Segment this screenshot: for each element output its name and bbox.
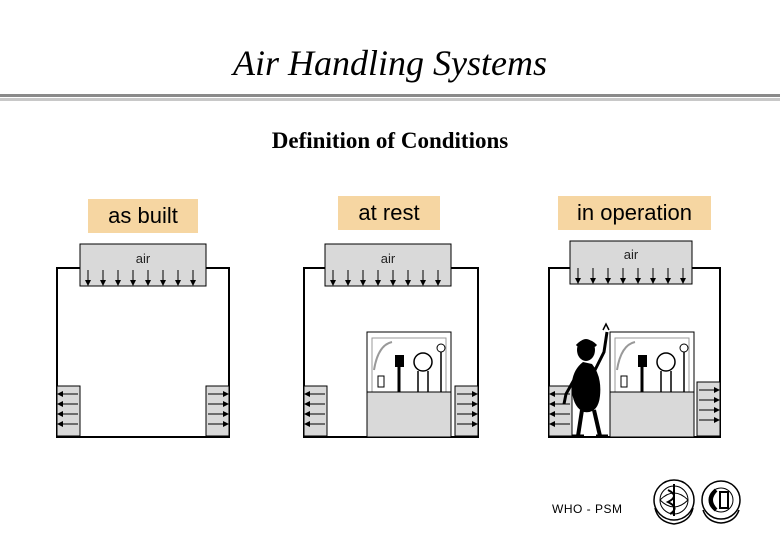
slide-subtitle: Definition of Conditions: [271, 128, 509, 153]
air-label: air: [136, 251, 151, 266]
supply-airflow-arrows: [330, 270, 441, 286]
panel-label-as-built: as built: [88, 199, 198, 233]
supply-diffuser: [569, 240, 693, 285]
title-divider: [0, 94, 780, 97]
return-airflow-arrows: [304, 391, 478, 427]
footer-text: WHO - PSM: [552, 502, 623, 516]
air-label: air: [624, 247, 639, 262]
panel-label-at-rest: at rest: [338, 196, 440, 230]
supply-diffuser: [79, 243, 207, 287]
title-divider-light: [0, 98, 780, 101]
process-equipment: [366, 331, 452, 438]
panel-at-rest: air: [303, 243, 479, 438]
air-label: air: [381, 251, 396, 266]
return-airflow-arrows: [549, 387, 720, 427]
supply-airflow-arrows: [85, 270, 196, 286]
supply-airflow-arrows: [575, 268, 686, 284]
panel-label-in-operation: in operation: [558, 196, 711, 230]
panel-in-operation: air: [548, 240, 721, 438]
slide-title: Air Handling Systems: [233, 43, 547, 83]
second-emblem-icon: [701, 480, 741, 524]
panel-as-built: air: [56, 243, 230, 438]
who-emblem-icon: [653, 479, 695, 525]
supply-diffuser: [324, 243, 452, 287]
room-walls: [56, 267, 230, 438]
operator-figure: [562, 322, 610, 438]
return-airflow-arrows: [57, 391, 229, 427]
process-equipment: [609, 331, 695, 438]
